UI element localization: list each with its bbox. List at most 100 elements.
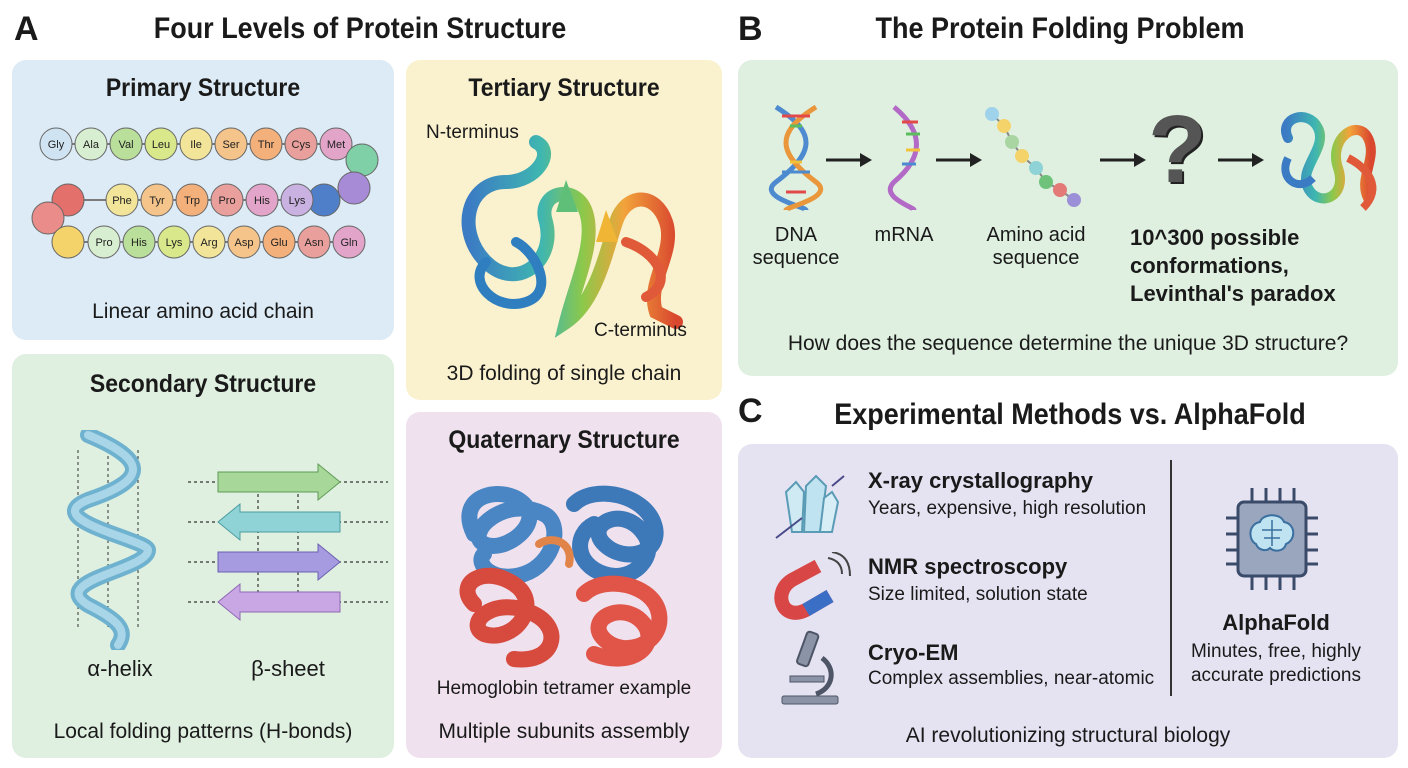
hemoglobin-tetramer-icon [459,485,668,668]
svg-text:Leu: Leu [152,139,170,151]
svg-text:His: His [254,195,270,207]
residue-row3-2: Lys [157,225,191,259]
residue-row2-2: Trp [175,183,209,217]
panel-c-title: Experimental Methods vs. AlphaFold [834,398,1306,431]
residue-row1-3: Leu [144,127,178,161]
residue-row3-6: Asn [297,225,331,259]
quaternary-structure-caption: Multiple subunits assembly [438,720,690,743]
primary-structure-card: Primary Structure Gly Ala Val Leu Ile Ser Thr C… [12,60,394,340]
residue-row1-0: Gly [39,127,73,161]
beta-sheet-label: β-sheet [251,656,325,681]
residue-row1-1: Ala [74,127,108,161]
residue-row3-1: His [122,225,156,259]
primary-structure-title: Primary Structure [105,74,301,102]
xray-name: X-ray crystallography [868,468,1093,493]
methods-divider [1170,460,1172,696]
panel-c-letter: C [738,392,763,430]
quaternary-structure-card: Quaternary Structure Hemoglobin tetramer… [406,412,722,758]
svg-text:Pro: Pro [218,195,235,207]
tertiary-structure-title: Tertiary Structure [468,74,660,102]
alpha-helix-label: α-helix [87,656,153,681]
residue-row1-5: Ser [214,127,248,161]
methods-caption: AI revolutionizing structural biology [905,724,1231,747]
beta-sheet-icon [188,462,388,622]
svg-text:Met: Met [327,139,345,151]
amino-acid-sequence-label: Amino acid sequence [986,224,1086,269]
folding-problem-card: ? DNA sequence mRNA Amino acid sequence … [738,60,1398,376]
svg-text:Asp: Asp [235,237,254,249]
residue-row2-1: Tyr [140,183,174,217]
folding-problem-caption: How does the sequence determine the uniq… [787,332,1349,355]
svg-text:His: His [131,237,147,249]
svg-text:Lys: Lys [289,195,306,207]
nmr-desc: Size limited, solution state [868,584,1088,605]
ai-chip-brain-icon [1226,488,1318,590]
tertiary-structure-card: Tertiary Structure N-terminus C-terminus… [406,60,722,400]
residue-row1-7: Cys [284,127,318,161]
amino-acid-beads-icon [985,107,1081,207]
residue-row1-6: Thr [249,127,283,161]
residue-connector-4 [31,201,65,235]
crystal-icon [775,474,845,539]
arrow-icon [936,153,982,167]
panel-b-letter: B [738,10,763,48]
residue-row1-2: Val [109,127,143,161]
residue-row3-7: Gln [332,225,366,259]
svg-text:Arg: Arg [200,237,217,249]
cryoem-desc: Complex assemblies, near-atomic [868,668,1155,689]
microscope-icon [781,630,839,705]
residue-row2-5: Lys [280,183,314,217]
residue-connector-5 [51,225,85,259]
c-terminus-label: C-terminus [594,320,687,341]
magnet-icon [774,552,851,620]
xray-desc: Years, expensive, high resolution [868,498,1147,519]
residue-row1-4: Ile [179,127,213,161]
conformations-label: 10^300 possible conformations, Levinthal… [1130,225,1336,306]
svg-text:Tyr: Tyr [149,195,165,207]
svg-text:Ser: Ser [222,139,239,151]
tertiary-structure-caption: 3D folding of single chain [446,362,682,385]
residue-row3-5: Glu [262,225,296,259]
svg-text:Val: Val [118,139,133,151]
residue-row3-3: Arg [192,225,226,259]
svg-text:Ala: Ala [83,139,100,151]
n-terminus-label: N-terminus [426,122,519,143]
panel-a-title: Four Levels of Protein Structure [153,12,567,45]
residue-row2-0: Phe [105,183,139,217]
quaternary-structure-title: Quaternary Structure [448,426,680,454]
residue-row2-3: Pro [210,183,244,217]
dna-sequence-label: DNA sequence [752,224,840,269]
svg-text:Asn: Asn [305,237,324,249]
tertiary-ribbon-icon [461,135,683,338]
mrna-icon [888,105,920,212]
nmr-name: NMR spectroscopy [868,554,1068,579]
residue-row2-4: His [245,183,279,217]
arrow-icon [1100,153,1146,167]
residue-row1-8: Met [319,127,353,161]
question-mark-icon: ? [1148,96,1207,203]
residue-connector-0 [345,143,379,177]
svg-text:Trp: Trp [184,195,200,207]
alpha-helix-icon [67,430,157,650]
svg-text:Thr: Thr [258,139,275,151]
residue-connector-1 [337,171,371,205]
svg-text:Cys: Cys [292,139,311,151]
svg-text:Pro: Pro [95,237,112,249]
mrna-label: mRNA [874,224,934,246]
panel-a-letter: A [14,10,39,48]
svg-text:Gly: Gly [48,139,65,151]
secondary-structure-caption: Local folding patterns (H-bonds) [53,720,353,743]
alphafold-desc: Minutes, free, highly accurate predictio… [1190,641,1362,686]
folded-protein-icon [1281,112,1377,211]
residue-row3-0: Pro [87,225,121,259]
alphafold-name: AlphaFold [1222,610,1330,635]
dna-icon [769,104,823,212]
arrow-icon [826,153,872,167]
svg-text:Lys: Lys [166,237,183,249]
primary-structure-caption: Linear amino acid chain [92,300,314,323]
methods-card: X-ray crystallography Years, expensive, … [738,444,1398,758]
secondary-structure-card: Secondary Structure α-helix β-sheet Loca… [12,354,394,758]
secondary-structure-title: Secondary Structure [89,370,317,398]
cryoem-name: Cryo-EM [868,640,959,665]
